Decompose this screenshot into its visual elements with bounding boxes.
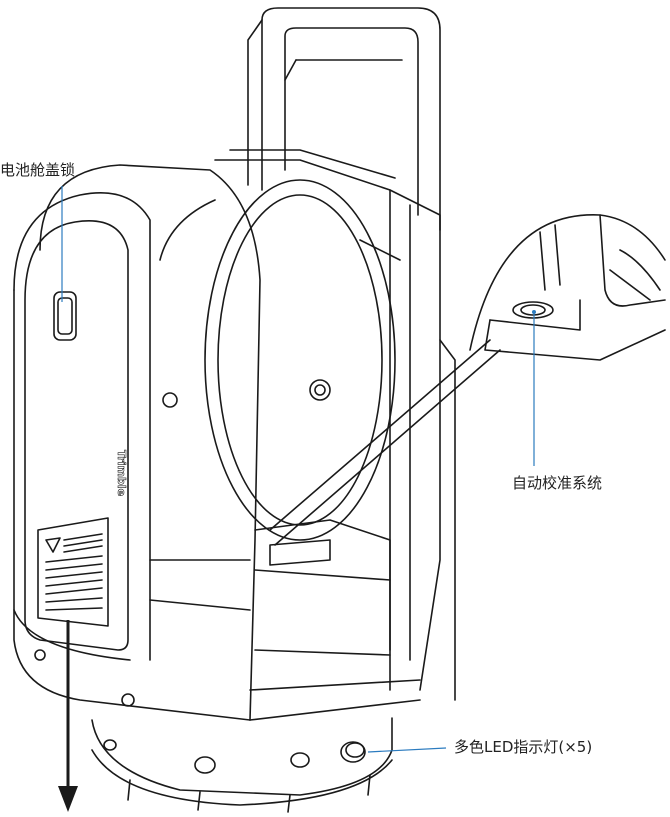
callout-label-auto-calibration: 自动校准系统 [512, 474, 603, 492]
battery-latch-shape [53, 291, 77, 341]
carry-handle [247, 7, 441, 231]
base-ring [91, 717, 393, 813]
brand-mark: Trimble [115, 450, 128, 496]
yoke-body [214, 149, 456, 701]
callout-dot-calibration [532, 310, 536, 314]
callout-label-battery-lock: 电池舱盖锁 [0, 161, 76, 179]
callout-label-led-indicators: 多色LED指示灯(×5) [454, 738, 593, 756]
callout-line-led [367, 747, 447, 753]
yoke-base [249, 519, 421, 721]
warning-label-plate [37, 517, 109, 627]
led-indicator-shape [340, 741, 366, 763]
calibration-magnifier [269, 214, 666, 546]
main-housing [13, 164, 261, 721]
down-arrow [58, 620, 78, 812]
rotor-drum [159, 179, 396, 541]
